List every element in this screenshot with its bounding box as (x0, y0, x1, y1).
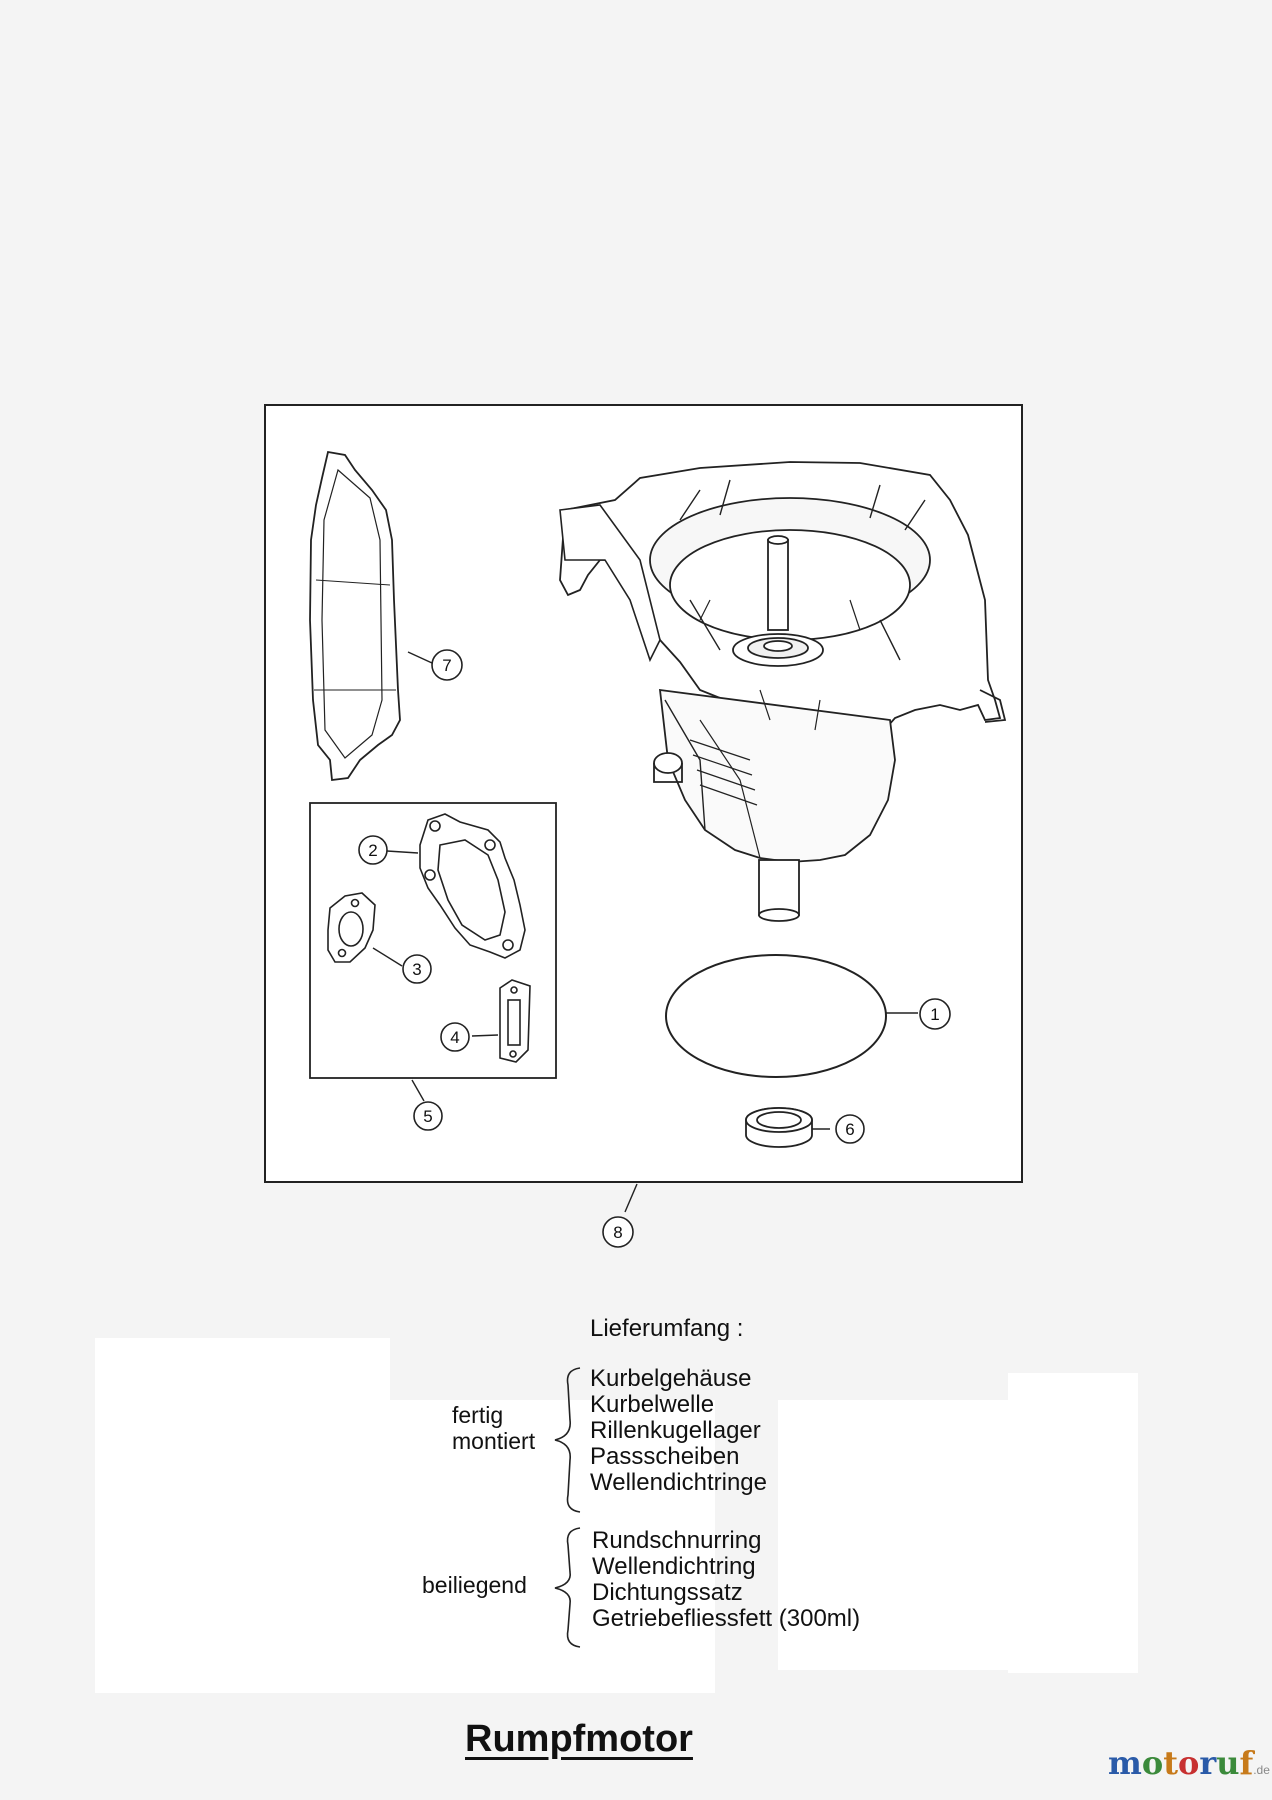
list-beiliegend: Rundschnurring Wellendichtring Dichtungs… (592, 1528, 860, 1632)
callout-circle-8 (602, 1216, 634, 1248)
muffler-gasket-part (499, 979, 531, 1063)
list-item: Kurbelgehäuse (590, 1365, 752, 1392)
watermark-letter: o (1141, 1744, 1164, 1782)
group-label-fertig-montiert: fertig montiert (452, 1402, 535, 1454)
o-ring-part (665, 954, 887, 1078)
callout-circle-6 (835, 1114, 865, 1144)
callout-label-7: 7 (442, 656, 451, 675)
callout-label-3: 3 (412, 960, 421, 979)
list-item: Rundschnurring (592, 1527, 762, 1554)
list-item: Passscheiben (590, 1443, 740, 1470)
callout-circle-1 (919, 998, 951, 1030)
callout-label-8: 8 (613, 1223, 622, 1242)
list-item: Rillenkugellager (590, 1417, 761, 1444)
callout-label-5: 5 (423, 1107, 432, 1126)
watermark-letter: r (1199, 1744, 1217, 1782)
watermark-logo: motoruf.de (1108, 1744, 1270, 1782)
leader-line-7 (407, 651, 433, 664)
leader-line-2 (386, 850, 419, 854)
watermark-letter: m (1108, 1744, 1142, 1782)
list-fertig-montiert: Kurbelgehäuse Kurbelwelle Rillenkugellag… (590, 1366, 767, 1496)
leader-line-4 (471, 1034, 499, 1037)
leader-line-5 (411, 1079, 425, 1102)
callout-label-4: 4 (450, 1028, 459, 1047)
list-item: Dichtungssatz (592, 1579, 743, 1606)
callout-label-6: 6 (845, 1120, 854, 1139)
watermark-letter: f (1239, 1744, 1254, 1782)
group-label-line: fertig (452, 1402, 504, 1428)
list-item: Wellendichtringe (590, 1469, 767, 1496)
list-item: Getriebefliessfett (300ml) (592, 1605, 861, 1632)
group-label-line: beiliegend (422, 1572, 527, 1598)
group-label-line: montiert (452, 1428, 536, 1454)
callout-circle-4 (440, 1022, 470, 1052)
leader-line-8 (624, 1183, 638, 1213)
callout-circle-5 (413, 1101, 443, 1131)
group-label-beiliegend: beiliegend (422, 1572, 527, 1598)
crankcase-assembly-part (559, 461, 1007, 922)
leader-line-3 (372, 947, 403, 967)
exhaust-gasket-part (327, 892, 376, 963)
callout-label-2: 2 (368, 841, 377, 860)
watermark-letter: u (1216, 1744, 1240, 1782)
page-title: Rumpfmotor (465, 1718, 693, 1760)
watermark-letter: t (1163, 1744, 1178, 1782)
cover-plate-part (309, 450, 401, 782)
cylinder-gasket-part (419, 813, 526, 959)
scope-of-delivery-title: Lieferumfang : (590, 1315, 744, 1342)
watermark-tld: .de (1253, 1763, 1270, 1777)
callout-circle-3 (402, 954, 432, 984)
callout-circle-7 (431, 649, 463, 681)
callout-circle-2 (358, 835, 388, 865)
callout-label-1: 1 (930, 1005, 939, 1024)
brace-fertig-montiert (554, 1367, 581, 1513)
shaft-seal-part (745, 1107, 813, 1148)
watermark-letter: o (1177, 1744, 1200, 1782)
list-item: Kurbelwelle (590, 1391, 715, 1418)
list-item: Wellendichtring (592, 1553, 756, 1580)
brace-beiliegend (554, 1527, 581, 1648)
